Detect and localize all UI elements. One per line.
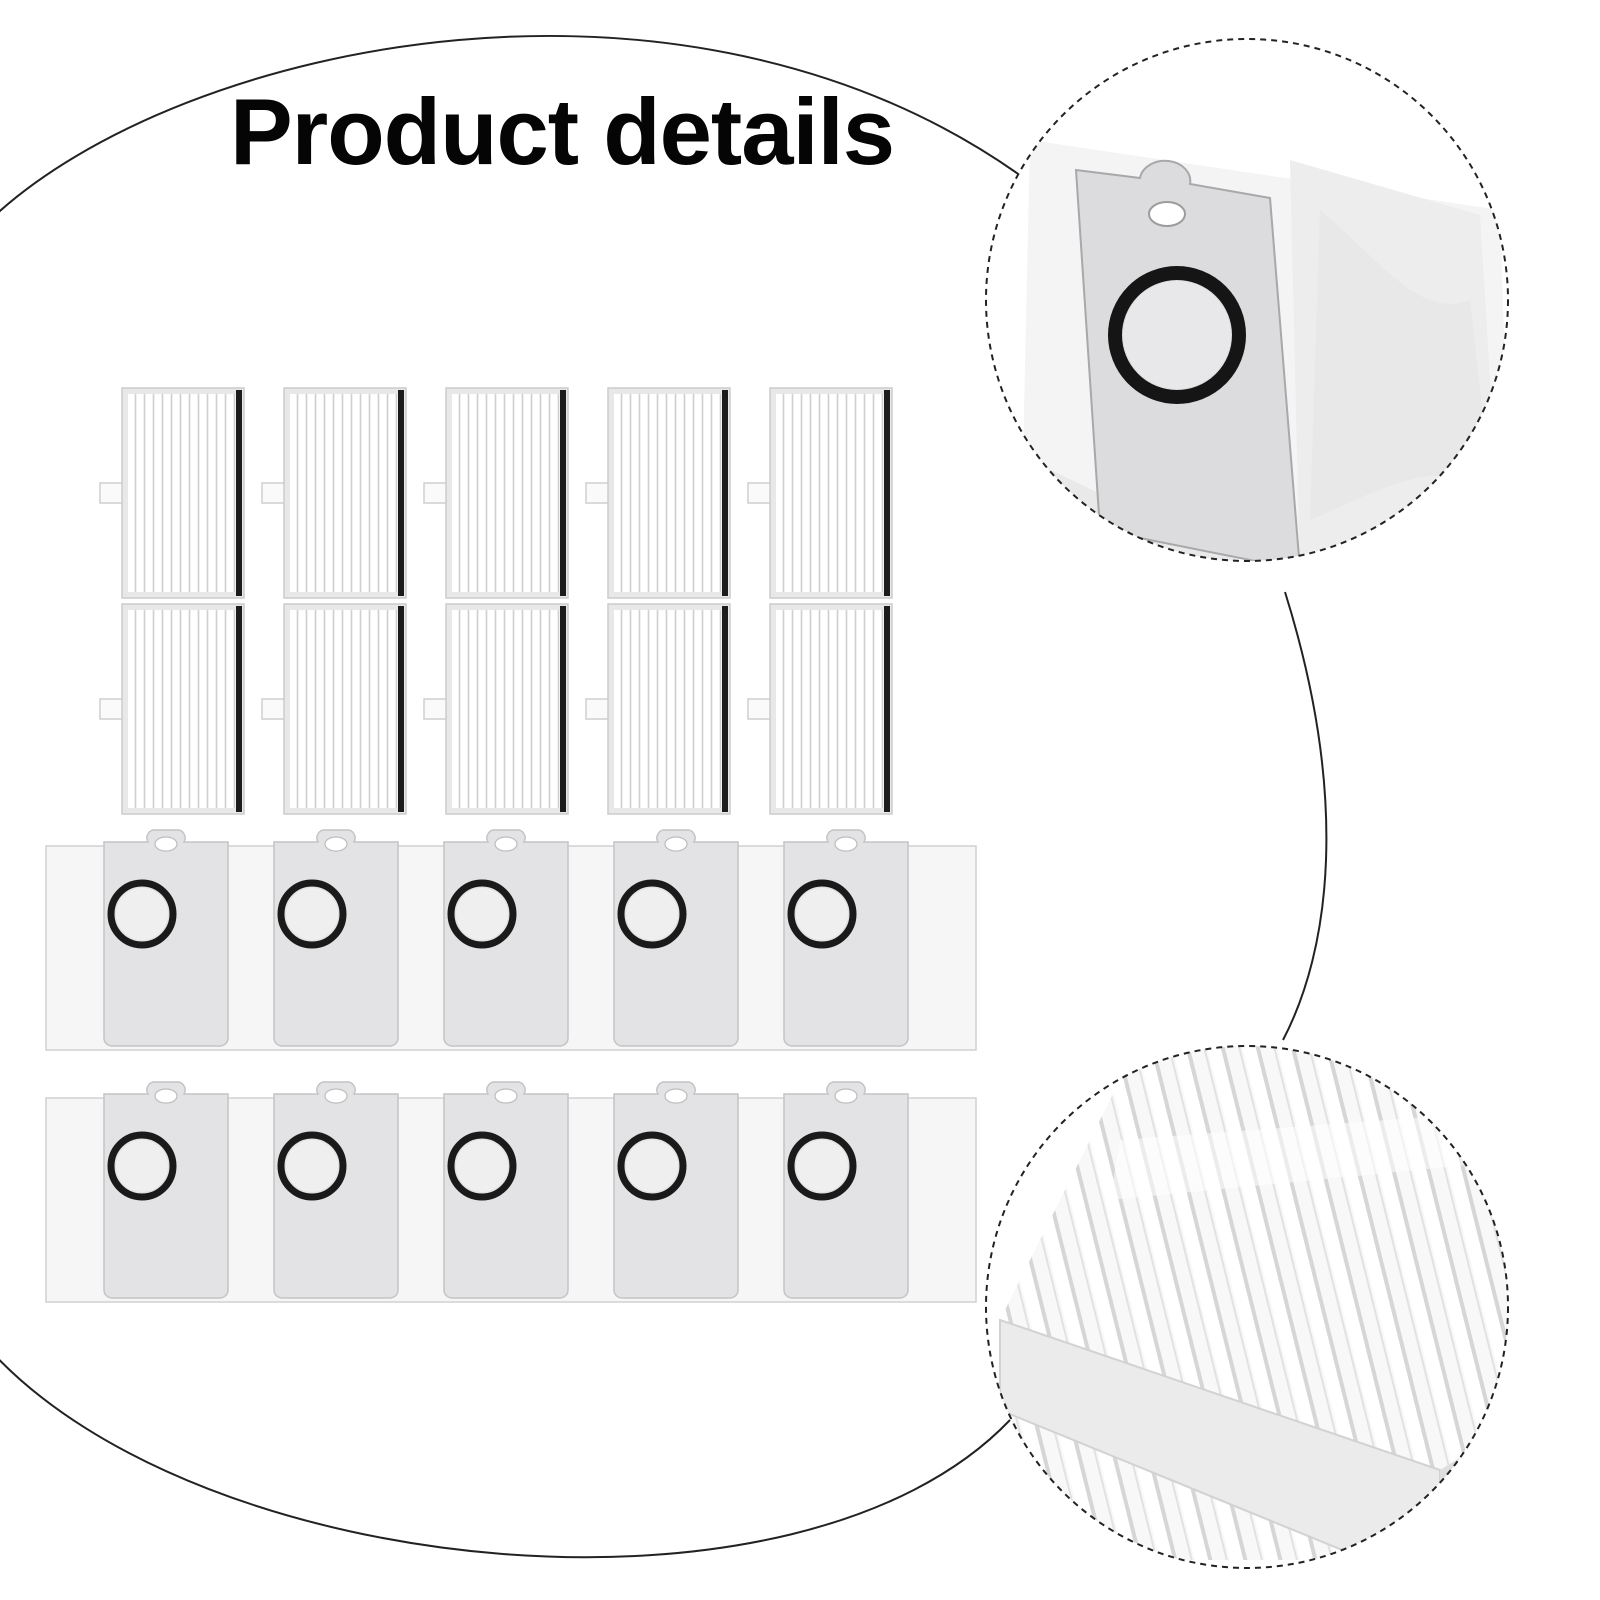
hepa-filter-icon bbox=[261, 387, 407, 599]
background-arc bbox=[0, 34, 1041, 213]
background-arc-bottom bbox=[0, 1358, 1011, 1559]
hepa-filter-icon bbox=[99, 387, 245, 599]
hepa-filter-icon bbox=[585, 387, 731, 599]
dust-bag-icon bbox=[614, 1082, 738, 1298]
hepa-filter-icon bbox=[747, 603, 893, 815]
hepa-filter-icon bbox=[423, 603, 569, 815]
filter-closeup bbox=[985, 1045, 1509, 1569]
hepa-filter-icon bbox=[99, 603, 245, 815]
dust-bag-icon bbox=[104, 1082, 228, 1298]
dust-bag-icon bbox=[784, 830, 908, 1046]
dust-bag-icon bbox=[784, 1082, 908, 1298]
bag-ring-closeup bbox=[1108, 266, 1246, 404]
bag-grid bbox=[45, 830, 977, 1303]
page-title: Product details bbox=[229, 79, 895, 184]
filter-grid bbox=[99, 387, 893, 815]
background-arc-right bbox=[1282, 591, 1328, 1041]
hepa-filter-icon bbox=[423, 387, 569, 599]
dust-bag-icon bbox=[614, 830, 738, 1046]
dust-bag-icon bbox=[444, 1082, 568, 1298]
dust-bag-icon bbox=[274, 1082, 398, 1298]
dust-bag-icon bbox=[274, 830, 398, 1046]
hepa-filter-icon bbox=[261, 603, 407, 815]
hepa-filter-icon bbox=[747, 387, 893, 599]
hepa-filter-icon bbox=[585, 603, 731, 815]
filter-foam-edge bbox=[999, 1318, 1441, 1568]
dust-bag-icon bbox=[444, 830, 568, 1046]
dust-bag-icon bbox=[104, 830, 228, 1046]
